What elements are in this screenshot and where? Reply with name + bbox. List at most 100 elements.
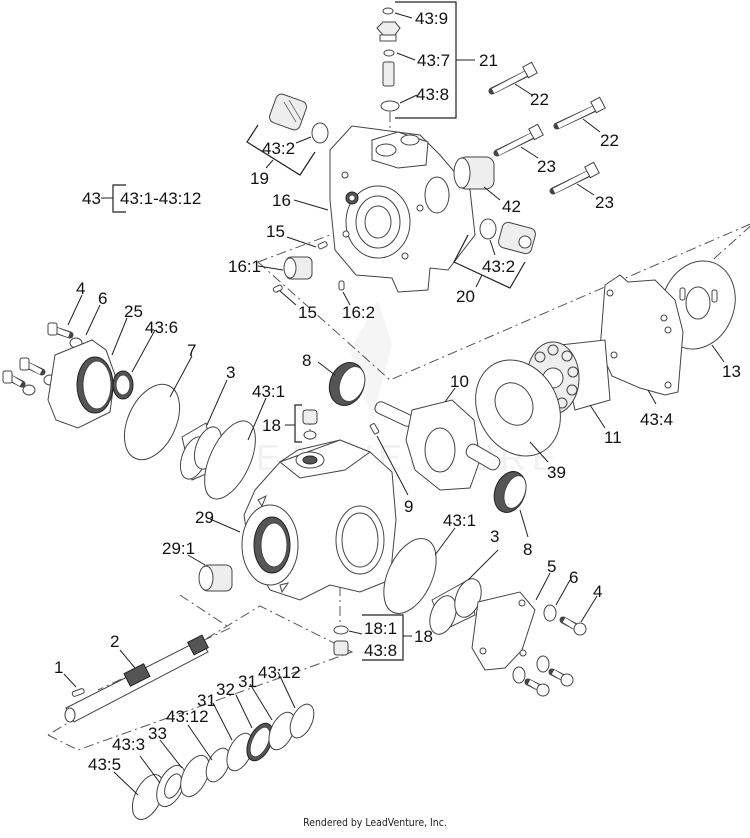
gasket-43-4: 43:4 bbox=[599, 274, 684, 429]
label-43-12-b: 43:12 bbox=[258, 663, 301, 682]
label-18-top: 18 bbox=[262, 416, 281, 435]
hex-plug-thread bbox=[379, 34, 397, 42]
washer-33 bbox=[180, 754, 210, 798]
oring-43-9 bbox=[382, 7, 394, 15]
label-43-9: 43:9 bbox=[415, 9, 448, 28]
valve-stack: 43:9 43:7 43:8 21 bbox=[376, 1, 498, 119]
swashplate-10: 10 bbox=[374, 372, 501, 491]
label-43-7: 43:7 bbox=[417, 51, 450, 70]
label-39: 39 bbox=[547, 463, 566, 482]
bolt-4-right-b bbox=[548, 668, 574, 687]
label-11: 11 bbox=[604, 428, 622, 447]
dash-line-ring-group bbox=[47, 605, 354, 751]
dash-line-upper-group bbox=[257, 223, 750, 381]
label-15-a: 15 bbox=[266, 222, 285, 241]
plug-18-top: 18 bbox=[262, 404, 318, 443]
ring-group: 43:5 43:3 33 43:12 31 32 31 43:12 bbox=[88, 663, 315, 820]
check-valve bbox=[382, 61, 395, 87]
label-43-6: 43:6 bbox=[145, 318, 178, 337]
label-22-a: 22 bbox=[530, 90, 549, 109]
label-9: 9 bbox=[404, 497, 413, 516]
ring-7 bbox=[123, 383, 181, 461]
pins-and-bushing: 15 16:1 15 16:2 bbox=[228, 222, 375, 322]
pin-15-b bbox=[272, 284, 283, 293]
bolt-4-right-c bbox=[524, 678, 550, 697]
label-43-3: 43:3 bbox=[112, 735, 145, 754]
bolt-4-right-a bbox=[559, 616, 587, 636]
oring-43-8 bbox=[380, 100, 400, 112]
label-25: 25 bbox=[124, 302, 143, 321]
oring-43-2-left bbox=[311, 122, 329, 144]
kit-number: 43 bbox=[82, 189, 101, 208]
label-21: 21 bbox=[479, 51, 498, 70]
label-33: 33 bbox=[148, 724, 167, 743]
label-43-8-bottom: 43:8 bbox=[364, 641, 397, 660]
label-19: 19 bbox=[250, 169, 269, 188]
label-15-b: 15 bbox=[298, 303, 317, 322]
oring-43-7 bbox=[383, 49, 395, 57]
bolt-4-left-a bbox=[47, 322, 74, 339]
label-43-1-right: 43:1 bbox=[443, 511, 476, 530]
label-7: 7 bbox=[187, 341, 196, 360]
label-16-1: 16:1 bbox=[228, 257, 261, 276]
label-32: 32 bbox=[216, 680, 235, 699]
label-8-a: 8 bbox=[302, 351, 311, 370]
thrust-plate-39: 39 bbox=[475, 359, 566, 482]
bolt-23-a: 23 bbox=[493, 123, 556, 176]
kit-range: 43:1-43:12 bbox=[120, 189, 201, 208]
key-9: 9 bbox=[369, 423, 413, 516]
bolt-22-b: 22 bbox=[553, 96, 619, 150]
footer-credit: Rendered by LeadVenture, Inc. bbox=[303, 816, 447, 829]
label-1: 1 bbox=[54, 658, 63, 677]
pin-15-a bbox=[317, 241, 328, 250]
label-5: 5 bbox=[547, 557, 556, 576]
label-6-right: 6 bbox=[569, 568, 578, 587]
label-43-5: 43:5 bbox=[88, 755, 121, 774]
key-1: 1 bbox=[54, 658, 85, 697]
pin-16-2 bbox=[338, 280, 345, 291]
label-29: 29 bbox=[195, 508, 214, 527]
label-43-2-right: 43:2 bbox=[482, 257, 515, 276]
label-43-1-left: 43:1 bbox=[252, 382, 285, 401]
label-29-1: 29:1 bbox=[162, 539, 195, 558]
label-3-left: 3 bbox=[226, 363, 235, 382]
relief-valve-20: 43:2 20 bbox=[453, 218, 536, 306]
label-31-a: 31 bbox=[197, 691, 216, 710]
label-4-right: 4 bbox=[593, 582, 602, 601]
oring-43-2-right bbox=[479, 218, 497, 240]
bearing-8-lower: 8 bbox=[493, 471, 532, 559]
label-4-left: 4 bbox=[76, 279, 85, 298]
snap-ring-43-12-b bbox=[289, 703, 315, 739]
label-18-1: 18:1 bbox=[364, 619, 397, 638]
coupler-42: 42 bbox=[453, 156, 521, 216]
label-42: 42 bbox=[502, 197, 521, 216]
relief-valve-19: 43:2 19 bbox=[246, 93, 329, 188]
label-10: 10 bbox=[450, 372, 469, 391]
label-13: 13 bbox=[722, 362, 741, 381]
kit-callout: 43 43:1-43:12 bbox=[82, 184, 201, 213]
right-cover-group: 43:1 3 5 6 4 bbox=[383, 511, 602, 697]
bolt-4-left-b bbox=[19, 357, 46, 376]
left-cover-group: 4 6 25 43:6 bbox=[2, 279, 178, 429]
needle-bearing-29-1: 29:1 bbox=[162, 539, 233, 592]
label-16-2: 16:2 bbox=[342, 303, 375, 322]
main-housing-29: 29 bbox=[195, 439, 397, 601]
label-20: 20 bbox=[456, 287, 475, 306]
bearing-8-upper: 8 bbox=[302, 351, 366, 406]
label-43-4: 43:4 bbox=[640, 410, 673, 429]
bolt-23-b: 23 bbox=[549, 161, 614, 212]
bracket-19 bbox=[246, 124, 316, 176]
label-43-2-left: 43:2 bbox=[262, 139, 295, 158]
cover-5 bbox=[471, 591, 536, 671]
label-18-bottom: 18 bbox=[414, 627, 433, 646]
label-23-b: 23 bbox=[595, 193, 614, 212]
label-6-left: 6 bbox=[98, 289, 107, 308]
label-2: 2 bbox=[110, 632, 119, 651]
label-22-b: 22 bbox=[600, 131, 619, 150]
snap-ring-43-12-a bbox=[205, 747, 231, 783]
bolt-4-left-c bbox=[2, 370, 26, 388]
upper-housing-16: 16 bbox=[272, 125, 476, 293]
label-43-12-a: 43:12 bbox=[166, 707, 209, 726]
washer-6-e bbox=[536, 655, 550, 673]
